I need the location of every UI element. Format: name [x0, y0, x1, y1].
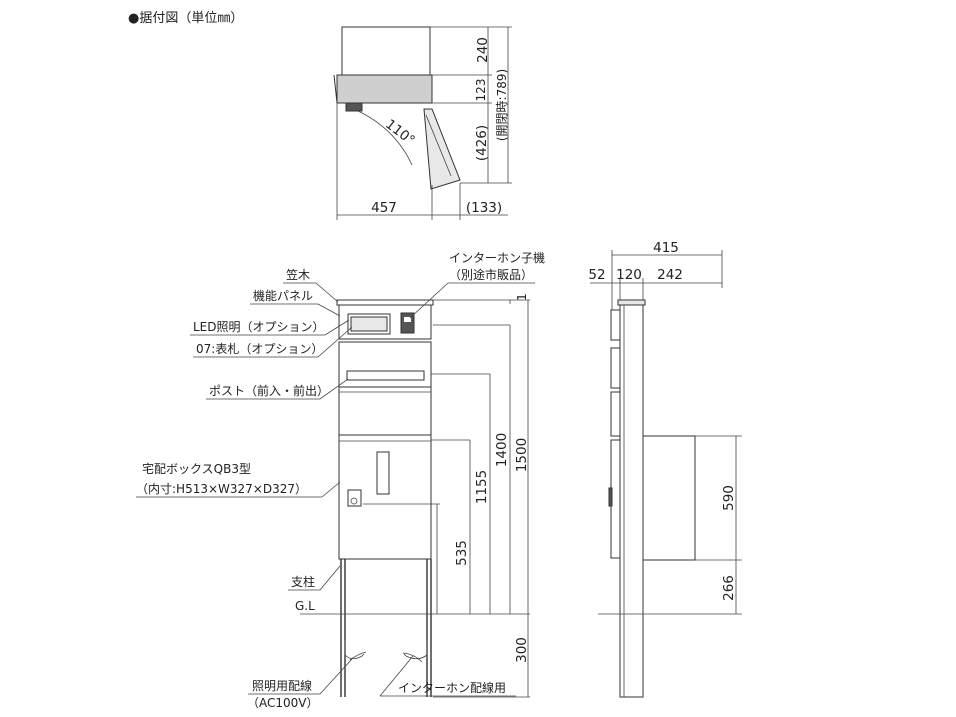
- dim-240: 240: [475, 37, 491, 63]
- side-lock: [608, 487, 613, 507]
- top-view-upper-box: [341, 26, 431, 76]
- leader-light-wiring: [248, 658, 353, 695]
- leader-function-panel: [250, 303, 341, 317]
- dim-457: 457: [371, 200, 397, 216]
- label-kasagi: 笠木: [286, 267, 310, 282]
- label-post: ポスト（前入・前出）: [209, 383, 329, 398]
- top-view-lid-open: [423, 108, 461, 190]
- label-delivery-box-size: （内寸:H513×W327×D327）: [136, 482, 307, 496]
- label-function-panel: 機能パネル: [253, 288, 313, 303]
- leader-intercom-wiring: [379, 655, 414, 697]
- front-delivery-handle: [376, 451, 390, 495]
- label-light-wiring-ac: （AC100V）: [247, 696, 319, 710]
- front-intercom-wire: [403, 640, 428, 660]
- leader-support-post: [288, 565, 341, 591]
- leader-intercom-unit: [409, 282, 449, 319]
- side-delivery-box: [642, 435, 696, 561]
- dim-300: 300: [514, 637, 530, 663]
- side-post-front: [610, 347, 621, 389]
- dim-52: 52: [588, 267, 605, 283]
- dim-415: 415: [653, 240, 679, 256]
- page-title: ●据付図（単位㎜）: [128, 10, 243, 26]
- label-delivery-box: 宅配ボックスQB3型: [142, 461, 251, 476]
- dim-angle: 110°: [382, 116, 417, 149]
- label-gl: G.L: [295, 599, 315, 613]
- label-led: LED照明（オプション）: [193, 320, 325, 334]
- front-post-slot: [346, 370, 425, 381]
- dim-1155: 1155: [474, 470, 490, 504]
- side-post-lower: [610, 391, 621, 437]
- side-view: 415 52 120 242 590 266: [588, 240, 742, 698]
- dim-426: (426): [474, 125, 490, 161]
- front-lock-keyhole: [350, 497, 358, 505]
- leader-nameplate: [193, 326, 353, 358]
- dim-535: 535: [454, 540, 470, 566]
- label-intercom-unit: インターホン子機: [449, 250, 545, 265]
- top-view: 110° 240 123 (426) (開閉時:789) 457 (133): [333, 26, 512, 220]
- top-view-hinge: [345, 102, 363, 112]
- dim-123: 123: [474, 79, 488, 102]
- label-support-post: 支柱: [291, 574, 315, 589]
- label-intercom-unit-note: （別途市販品）: [449, 267, 533, 282]
- dim-120: 120: [616, 267, 642, 283]
- top-view-lid-closed: [336, 74, 433, 104]
- front-nameplate-inner: [350, 316, 388, 332]
- angle-arc: [355, 109, 413, 166]
- side-main-column: [619, 301, 644, 698]
- leader-led: [190, 319, 350, 336]
- label-light-wiring: 照明用配線: [252, 678, 312, 693]
- dim-1500: 1500: [514, 438, 530, 472]
- dim-1400: 1400: [494, 433, 510, 467]
- front-intercom-camera: [404, 317, 411, 322]
- front-view-labels: 笠木 機能パネル LED照明（オプション） 07:表札（オプション） ポスト（前…: [136, 250, 545, 710]
- front-light-wire: [344, 640, 365, 660]
- dim-590: 590: [721, 485, 737, 511]
- label-intercom-wiring: インターホン配線用: [398, 680, 506, 695]
- side-kasagi: [617, 299, 646, 306]
- front-view: 1 1500 1400 1155 535 300: [300, 293, 530, 698]
- leader-delivery-box: [136, 481, 341, 498]
- top-view-lid-edge: [333, 74, 338, 104]
- dim-1: 1: [515, 293, 529, 301]
- top-view-lid-open-inner: [425, 114, 452, 177]
- front-intercom-wire-2: [402, 652, 423, 663]
- side-function-panel: [610, 309, 621, 341]
- dim-242: 242: [657, 267, 683, 283]
- front-kasagi: [336, 299, 434, 306]
- leader-kasagi: [283, 282, 339, 303]
- label-nameplate: 07:表札（オプション）: [196, 342, 323, 356]
- front-post-lower: [338, 386, 432, 436]
- dim-789: (開閉時:789): [495, 69, 509, 141]
- front-light-wire-2: [349, 651, 367, 661]
- leader-post: [206, 378, 349, 400]
- dim-133: (133): [466, 200, 502, 216]
- dim-266: 266: [721, 575, 737, 601]
